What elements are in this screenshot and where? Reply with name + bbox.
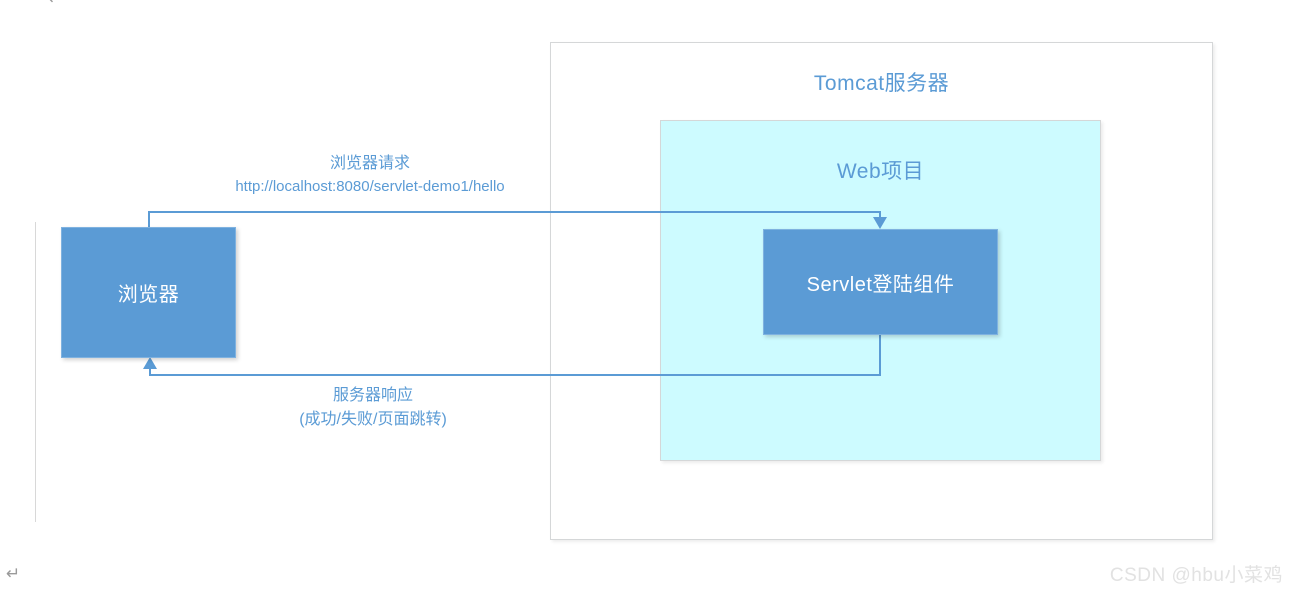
request-connector-segment: [879, 211, 881, 219]
response-connector-segment: [150, 374, 881, 376]
request-edge-label: 浏览器请求 http://localhost:8080/servlet-demo…: [170, 152, 570, 199]
arrow-down-icon: [873, 217, 887, 229]
response-edge-label: 服务器响应 (成功/失败/页面跳转): [228, 384, 518, 432]
request-connector-segment: [148, 211, 881, 213]
request-connector-segment: [148, 211, 150, 229]
response-edge-label-title: 服务器响应: [332, 387, 413, 404]
watermark: CSDN @hbu小菜鸡: [1109, 565, 1283, 586]
response-edge-label-detail: (成功/失败/页面跳转): [299, 411, 447, 428]
node-browser: 浏览器: [61, 227, 236, 358]
container-web-project: Web项目: [660, 120, 1101, 461]
node-servlet-component: Servlet登陆组件: [763, 229, 998, 335]
page-edge-divider: [35, 222, 36, 522]
arrow-up-icon: [143, 357, 157, 369]
response-connector-segment: [879, 335, 881, 375]
request-edge-label-url: http://localhost:8080/servlet-demo1/hell…: [235, 178, 505, 195]
container-web-project-label: Web项目: [836, 160, 925, 183]
container-tomcat-server-label: Tomcat服务器: [813, 72, 950, 95]
response-connector-segment: [149, 368, 151, 376]
paragraph-mark-icon: ↵: [6, 564, 21, 584]
node-servlet-component-label: Servlet登陆组件: [806, 273, 955, 296]
request-edge-label-title: 浏览器请求: [329, 155, 410, 172]
node-browser-label: 浏览器: [117, 284, 180, 306]
paragraph-mark-icon: ↵: [48, 0, 62, 8]
